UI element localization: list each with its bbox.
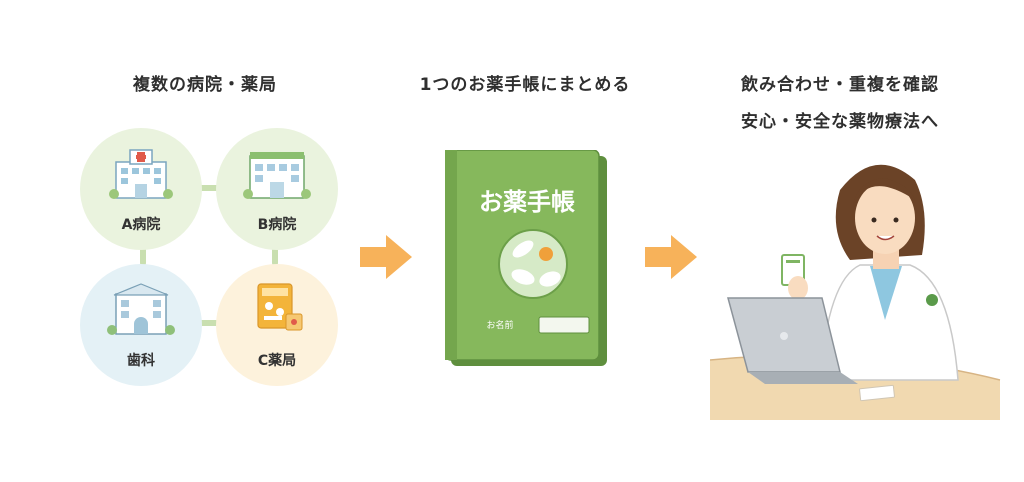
hospital-icon	[243, 152, 311, 199]
pharmacy-c-label: C薬局	[257, 353, 297, 369]
step2-heading: 1つのお薬手帳にまとめる	[419, 75, 631, 95]
medication-notebook: お薬手帳 お名前	[445, 150, 607, 366]
link-dental-c	[196, 320, 222, 326]
pharmacy-c-node: C薬局	[216, 264, 338, 386]
dental-clinic-icon	[107, 283, 175, 335]
hospital-a-node: A病院	[80, 128, 202, 250]
notebook-name-label: お名前	[486, 319, 513, 331]
dental-node: 歯科	[80, 264, 202, 386]
arrow-right-icon	[645, 235, 697, 279]
hospital-a-label: A病院	[121, 217, 161, 233]
pharmacist-illustration	[710, 164, 1001, 420]
pharmacy-icon	[257, 283, 303, 331]
pill-emblem	[498, 229, 568, 299]
link-a-b	[196, 185, 222, 191]
link-b-c	[272, 246, 278, 266]
hospital-b-node: B病院	[216, 128, 338, 250]
hospital-b-label: B病院	[257, 217, 297, 233]
step3-heading-line1: 飲み合わせ・重複を確認	[741, 75, 939, 95]
dental-label: 歯科	[127, 353, 155, 369]
link-a-dental	[140, 246, 146, 266]
step3-heading-line2: 安心・安全な薬物療法へ	[741, 112, 939, 132]
step1-heading: 複数の病院・薬局	[133, 75, 277, 95]
name-field	[538, 316, 590, 334]
arrow-right-icon	[360, 235, 412, 279]
hospital-icon	[109, 149, 173, 199]
notebook-title: お薬手帳	[479, 188, 575, 216]
